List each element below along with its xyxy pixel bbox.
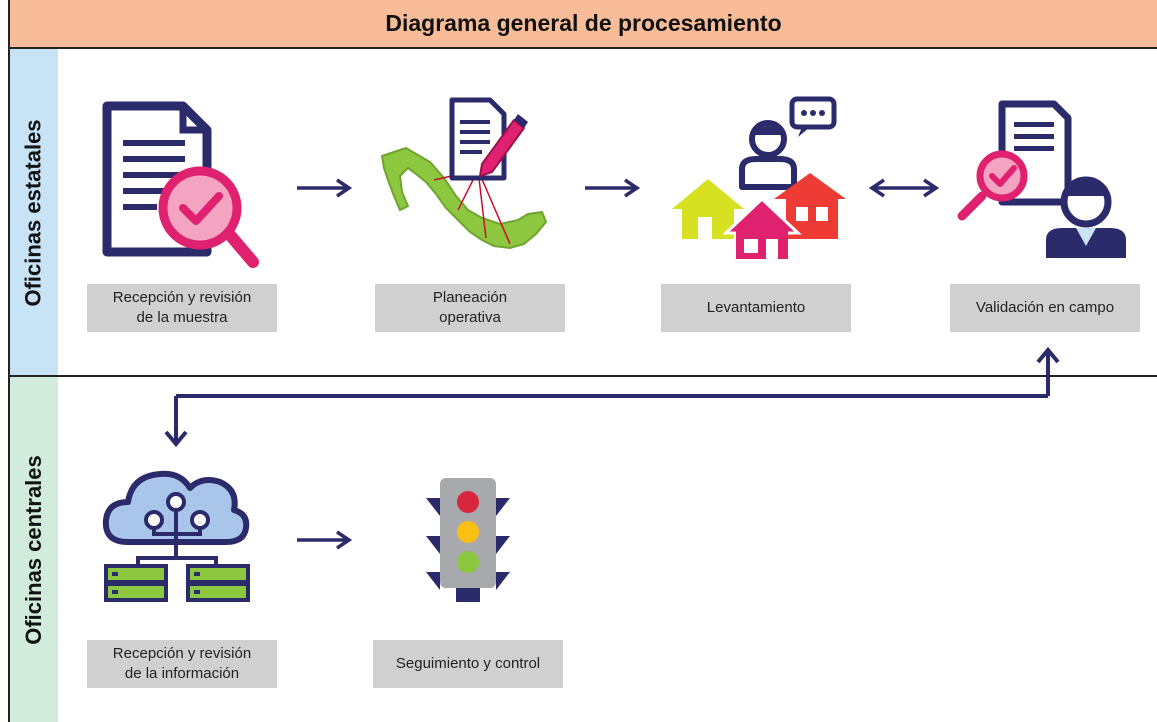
arrow-bidirectional xyxy=(868,178,940,198)
step-caption-line: Planeación xyxy=(432,289,508,306)
arrow-right-3 xyxy=(297,530,353,550)
map-planning-icon xyxy=(380,97,548,250)
fieldwork-houses-icon xyxy=(672,96,846,259)
arrow-right-1 xyxy=(297,178,353,198)
step-caption-line: Seguimiento y control xyxy=(395,655,541,672)
cloud-server-icon xyxy=(102,470,250,602)
step-caption-validacion: Validación en campo xyxy=(950,284,1140,332)
step-caption-levantamiento: Levantamiento xyxy=(661,284,851,332)
step-caption-line: de la información xyxy=(124,665,240,682)
document-magnifier-icon xyxy=(102,101,259,268)
arrow-right-2 xyxy=(585,178,641,198)
traffic-light-icon xyxy=(426,478,510,602)
step-caption-line: Validación en campo xyxy=(975,299,1115,316)
lane-divider xyxy=(10,375,1157,377)
step-caption-recepcion-muestra: Recepción y revisión de la muestra xyxy=(87,284,277,332)
diagram-title: Diagrama general de procesamiento xyxy=(10,0,1157,49)
step-caption-line: operativa xyxy=(439,309,501,326)
step-caption-planeacion: Planeación operativa xyxy=(375,284,565,332)
lane-label-centrales: Oficinas centrales xyxy=(10,377,58,722)
validation-person-icon xyxy=(957,100,1126,258)
step-caption-line: de la muestra xyxy=(136,309,228,326)
step-caption-line: Recepción y revisión xyxy=(112,645,252,662)
step-caption-seguimiento: Seguimiento y control xyxy=(373,640,563,688)
step-caption-line: Levantamiento xyxy=(706,299,806,316)
diagram-frame xyxy=(8,0,1157,722)
step-caption-recepcion-informacion: Recepción y revisión de la información xyxy=(87,640,277,688)
lane-label-estatales-text: Oficinas estatales xyxy=(21,118,47,307)
lane-label-estatales: Oficinas estatales xyxy=(10,49,58,376)
step-caption-line: Recepción y revisión xyxy=(112,289,252,306)
lane-label-centrales-text: Oficinas centrales xyxy=(21,454,47,645)
